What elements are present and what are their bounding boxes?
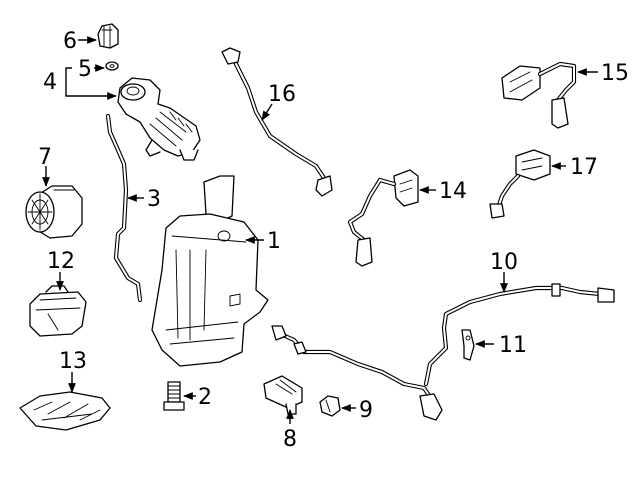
callout-15: 15 [601, 61, 629, 86]
callout-1: 1 [267, 229, 281, 254]
callout-10: 10 [490, 250, 518, 275]
part-10-harness [271, 283, 615, 421]
arrow-16 [261, 103, 273, 121]
callout-12: 12 [47, 249, 75, 274]
callout-5: 5 [78, 57, 92, 82]
part-14-sensor [347, 169, 419, 267]
part-1-reservoir [151, 175, 269, 367]
part-15-sensor [501, 61, 577, 129]
part-4-pump-assembly [117, 77, 201, 161]
part-5-washer [105, 61, 119, 71]
callout-13: 13 [59, 349, 87, 374]
part-8-connector [263, 375, 303, 415]
part-12-sensor-module [29, 285, 87, 337]
part-17-sensor [489, 149, 551, 219]
callout-labels: 6 5 4 7 3 1 12 13 2 8 9 16 14 15 17 10 1… [38, 29, 629, 452]
callout-16: 16 [268, 82, 296, 107]
callout-2: 2 [198, 385, 212, 410]
callout-6: 6 [63, 29, 77, 54]
callout-8: 8 [283, 427, 297, 452]
part-11-bracket [461, 329, 475, 361]
arrow-4 [65, 67, 117, 100]
leader-arrows [42, 36, 598, 424]
part-3-hose [105, 113, 143, 303]
part-16-sensor-wire [221, 47, 333, 197]
part-13-tray [19, 391, 111, 431]
callout-9: 9 [359, 398, 373, 423]
part-2-bolt [163, 381, 185, 411]
callout-14: 14 [439, 179, 467, 204]
callout-3: 3 [147, 187, 161, 212]
part-9-plug [319, 395, 341, 417]
part-7-motor [25, 185, 83, 239]
callout-17: 17 [570, 155, 598, 180]
callout-4: 4 [43, 70, 57, 95]
callout-11: 11 [499, 333, 527, 358]
part-6-cap [97, 23, 119, 49]
callout-7: 7 [38, 145, 52, 170]
